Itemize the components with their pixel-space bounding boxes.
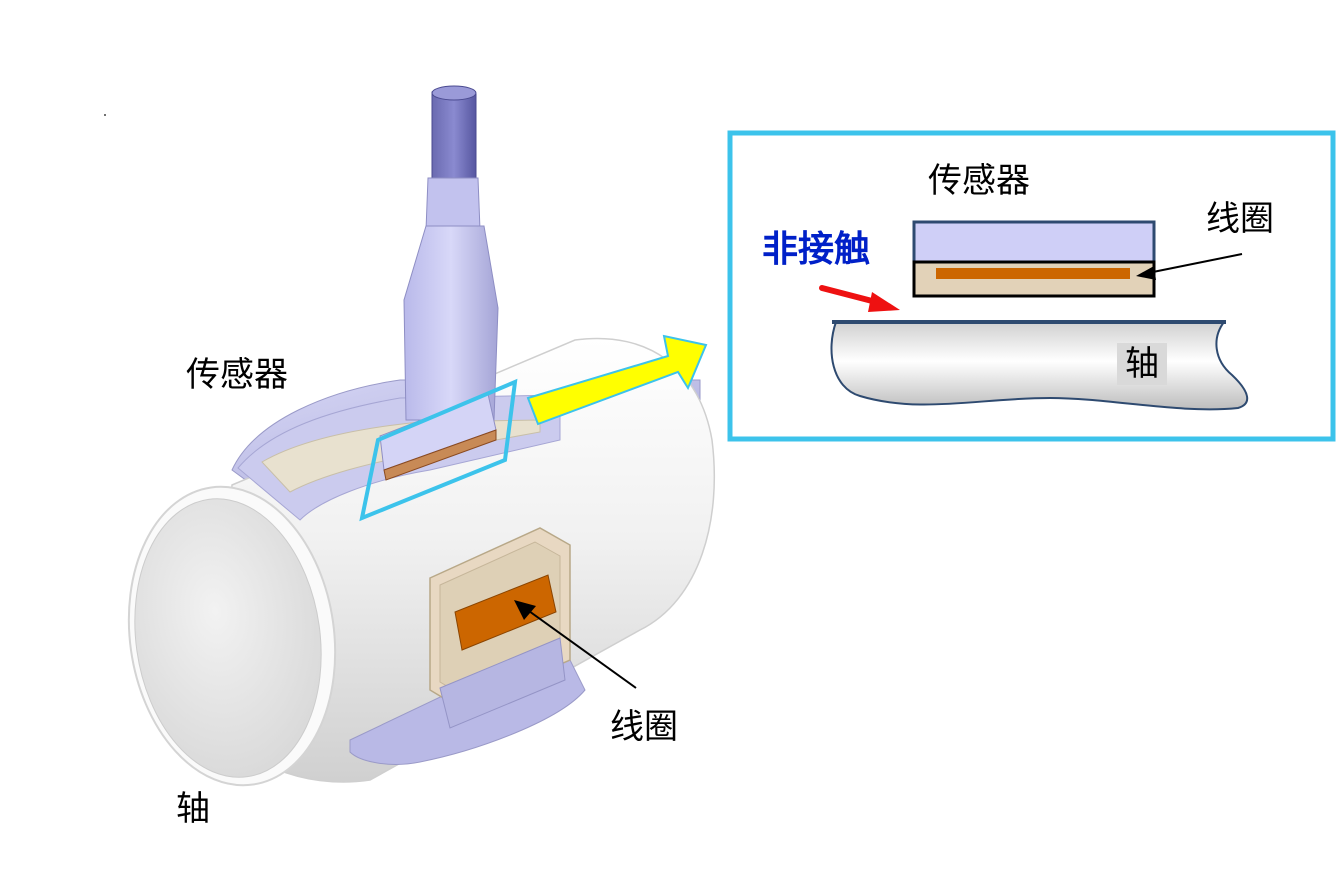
probe-coil-edge: [383, 429, 497, 481]
main-coil-label: 线圈: [610, 707, 678, 747]
probe-taper: [403, 225, 499, 421]
detail-coil: [936, 268, 1130, 279]
yellow-arrow: [526, 334, 708, 426]
shaft-end-face: [134, 498, 322, 778]
coil-3d: [454, 574, 557, 651]
detail-shaft: [830, 321, 1248, 411]
detail-coil-label: 线圈: [1206, 199, 1274, 239]
red-arrow-head: [868, 292, 900, 312]
main-sensor-label: 传感器: [186, 355, 288, 395]
sensor-probe-3d: [379, 85, 499, 481]
coil-lower-band: [439, 637, 566, 729]
red-arrow-shaft: [819, 285, 879, 305]
probe-cable: [431, 87, 477, 189]
probe-cable-top: [431, 85, 477, 101]
coil-leader-detail-head: [1136, 266, 1156, 280]
detail-sensor-body: [912, 220, 1156, 264]
noncontact-label: 非接触: [762, 229, 871, 270]
coil-leader-main: [521, 605, 637, 689]
coil-leader-main-head: [514, 600, 536, 620]
coil-leader-detail: [1147, 253, 1243, 274]
highlight-frame: [359, 378, 518, 522]
probe-collar: [425, 177, 481, 231]
detail-shaft-label: 轴: [1117, 343, 1167, 385]
detail-sensor-label: 传感器: [928, 161, 1030, 201]
stray-dot: [104, 114, 106, 116]
shaft-3d: [127, 337, 715, 787]
main-shaft-label: 轴: [176, 789, 210, 829]
